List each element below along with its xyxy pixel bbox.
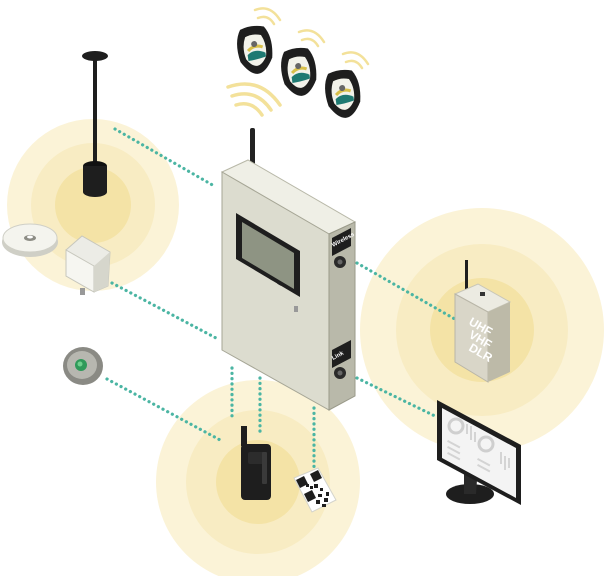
lock-keyhole [294,306,298,312]
smoke-detector-icon[interactable] [2,223,58,257]
link-lines [105,127,462,478]
panic-button-icon[interactable] [63,347,103,385]
sensor-3[interactable] [322,68,363,120]
link-radio [355,261,462,324]
wifi-signal-icon [226,82,282,117]
port-wireless[interactable]: Wireless [331,228,356,256]
port-link[interactable]: Link [331,340,351,368]
link-pendant [113,127,218,189]
link-panic-button [105,377,224,443]
link-junction-box [110,281,218,340]
qr-code-icon[interactable] [293,467,337,513]
sensor-1[interactable] [234,24,275,76]
radio-repeater-icon[interactable]: UHF VHF DLR [453,260,512,383]
ceiling-pendant-icon[interactable] [82,51,108,197]
walkie-talkie-icon[interactable] [241,426,271,500]
monitor-icon[interactable] [437,400,521,505]
junction-box-icon[interactable] [65,235,111,295]
port-label-link: Link [331,350,345,361]
link-monitor [355,376,439,419]
dashboard-gauge-icon [447,417,510,473]
screen-buttons[interactable] [245,261,283,286]
main-controller-unit[interactable]: Wireless Link [220,128,356,411]
wall-mount-sensor-icon[interactable] [234,7,370,120]
sensor-2[interactable] [278,46,319,98]
